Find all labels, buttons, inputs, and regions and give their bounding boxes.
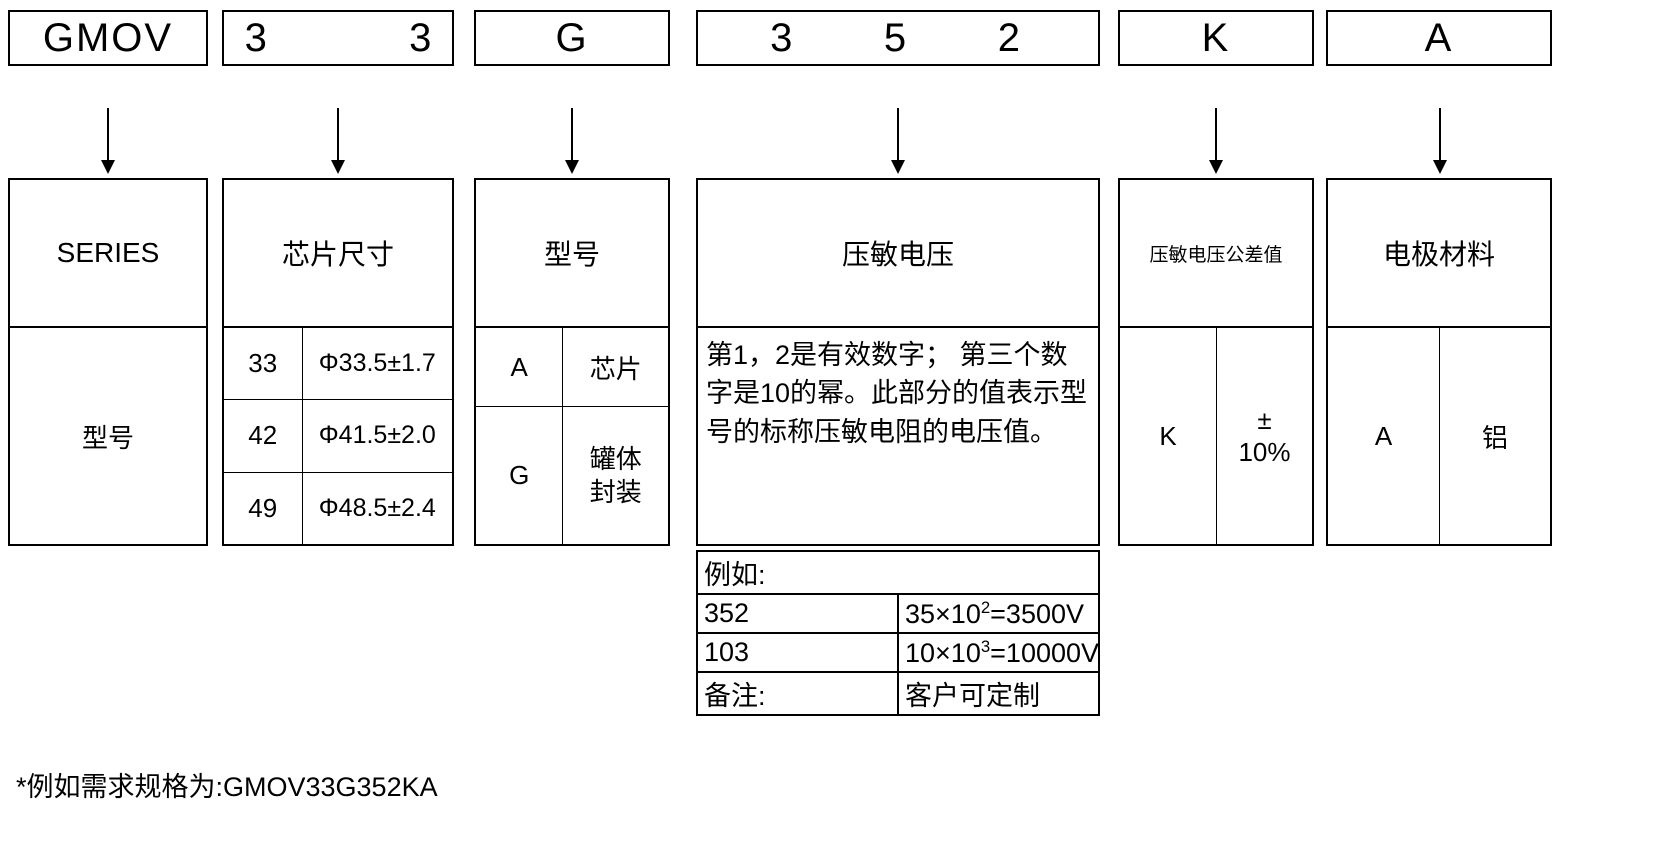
code-box-model: G [474, 10, 670, 66]
example-label: 例如: [696, 550, 1100, 595]
table-row: A 芯片 [476, 328, 668, 408]
chip-size-dimension: Φ33.5±1.7 [301, 328, 452, 401]
code-box-voltage-text: 3 5 2 [770, 16, 1026, 60]
arrow-shaft-series [107, 108, 109, 164]
block-model-header: 型号 [476, 180, 668, 328]
chip-size-dimension: Φ41.5±2.0 [301, 399, 452, 473]
block-electrode: 电极材料 A 铝 [1326, 178, 1552, 546]
block-model: 型号 A 芯片 G 罐体 封装 [474, 178, 670, 546]
model-desc: 芯片 [562, 328, 668, 408]
block-tolerance: 压敏电压公差值 K ± 10% [1118, 178, 1314, 546]
example-formula-result: =3500V [990, 598, 1084, 629]
chip-size-code: 49 [224, 471, 303, 544]
example-formula-base: 35×10 [905, 598, 981, 629]
arrow-head-chip-size [331, 160, 345, 174]
block-chip-size-header: 芯片尺寸 [224, 180, 452, 328]
code-box-series-text: GMOV [42, 16, 174, 60]
table-row: K ± 10% [1120, 328, 1312, 544]
example-note-label: 备注: [696, 671, 899, 716]
code-box-electrode: A [1326, 10, 1552, 66]
chip-size-code: 42 [224, 399, 303, 473]
block-voltage-header: 压敏电压 [698, 180, 1098, 328]
voltage-description: 第1，2是有效数字； 第三个数字是10的幂。此部分的值表示型号的标称压敏电阻的电… [706, 340, 1088, 447]
footnote-example-spec: *例如需求规格为:GMOV33G352KA [16, 772, 438, 802]
chip-size-table: 33 Φ33.5±1.7 42 Φ41.5±2.0 49 Φ48.5±2.4 [224, 328, 452, 544]
table-row: A 铝 [1328, 328, 1550, 544]
block-tolerance-header: 压敏电压公差值 [1120, 180, 1312, 328]
arrow-head-voltage [891, 160, 905, 174]
example-note-value: 客户可定制 [897, 671, 1100, 716]
example-formula-exponent: 2 [980, 597, 991, 617]
tolerance-table: K ± 10% [1120, 328, 1312, 544]
table-row: 352 35×102=3500V [696, 593, 1100, 634]
arrow-shaft-tolerance [1215, 108, 1217, 164]
electrode-table: A 铝 [1328, 328, 1550, 544]
table-row: 103 10×103=10000V [696, 632, 1100, 673]
code-box-chip-size: 3 3 [222, 10, 454, 66]
table-row: 49 Φ48.5±2.4 [224, 471, 452, 544]
block-voltage: 压敏电压 第1，2是有效数字； 第三个数字是10的幂。此部分的值表示型号的标称压… [696, 178, 1100, 546]
table-row: G 罐体 封装 [476, 406, 668, 544]
block-series-body: 型号 [81, 422, 134, 453]
arrow-head-tolerance [1209, 160, 1223, 174]
example-formula: 35×102=3500V [897, 593, 1100, 634]
example-formula: 10×103=10000V [897, 632, 1100, 673]
arrow-shaft-electrode [1439, 108, 1441, 164]
model-code: G [476, 406, 564, 544]
block-series: SERIES 型号 [8, 178, 208, 546]
model-desc: 罐体 封装 [562, 406, 668, 544]
arrow-shaft-model [571, 108, 573, 164]
table-row: 42 Φ41.5±2.0 [224, 399, 452, 473]
chip-size-dimension: Φ48.5±2.4 [301, 471, 452, 544]
arrow-shaft-chip-size [337, 108, 339, 164]
arrow-head-series [101, 160, 115, 174]
arrow-head-model [565, 160, 579, 174]
example-formula-base: 10×10 [905, 637, 981, 668]
voltage-example-table: 例如: 352 35×102=3500V 103 10×103=10000V 备… [696, 550, 1100, 716]
block-chip-size: 芯片尺寸 33 Φ33.5±1.7 42 Φ41.5±2.0 49 Φ48.5±… [222, 178, 454, 546]
block-series-header: SERIES [10, 180, 206, 328]
code-box-series: GMOV [8, 10, 208, 66]
tolerance-value: ± 10% [1216, 328, 1312, 544]
code-box-tolerance: K [1118, 10, 1314, 66]
table-row: 例如: [696, 550, 1100, 595]
example-code: 352 [696, 593, 899, 634]
electrode-value: 铝 [1439, 328, 1550, 544]
table-row: 备注: 客户可定制 [696, 671, 1100, 716]
code-box-electrode-text: A [1424, 16, 1454, 60]
arrow-shaft-voltage [897, 108, 899, 164]
model-table: A 芯片 G 罐体 封装 [476, 328, 668, 544]
code-box-tolerance-text: K [1201, 16, 1231, 60]
code-box-model-text: G [555, 16, 589, 60]
example-code: 103 [696, 632, 899, 673]
chip-size-code: 33 [224, 328, 303, 401]
model-code: A [476, 328, 564, 408]
example-formula-result: =10000V [990, 637, 1100, 668]
electrode-code: A [1328, 328, 1440, 544]
example-formula-exponent: 3 [980, 636, 991, 656]
arrow-head-electrode [1433, 160, 1447, 174]
block-electrode-header: 电极材料 [1328, 180, 1550, 328]
code-box-voltage: 3 5 2 [696, 10, 1100, 66]
table-row: 33 Φ33.5±1.7 [224, 328, 452, 401]
code-box-chip-size-text: 3 3 [244, 16, 472, 60]
tolerance-code: K [1120, 328, 1217, 544]
